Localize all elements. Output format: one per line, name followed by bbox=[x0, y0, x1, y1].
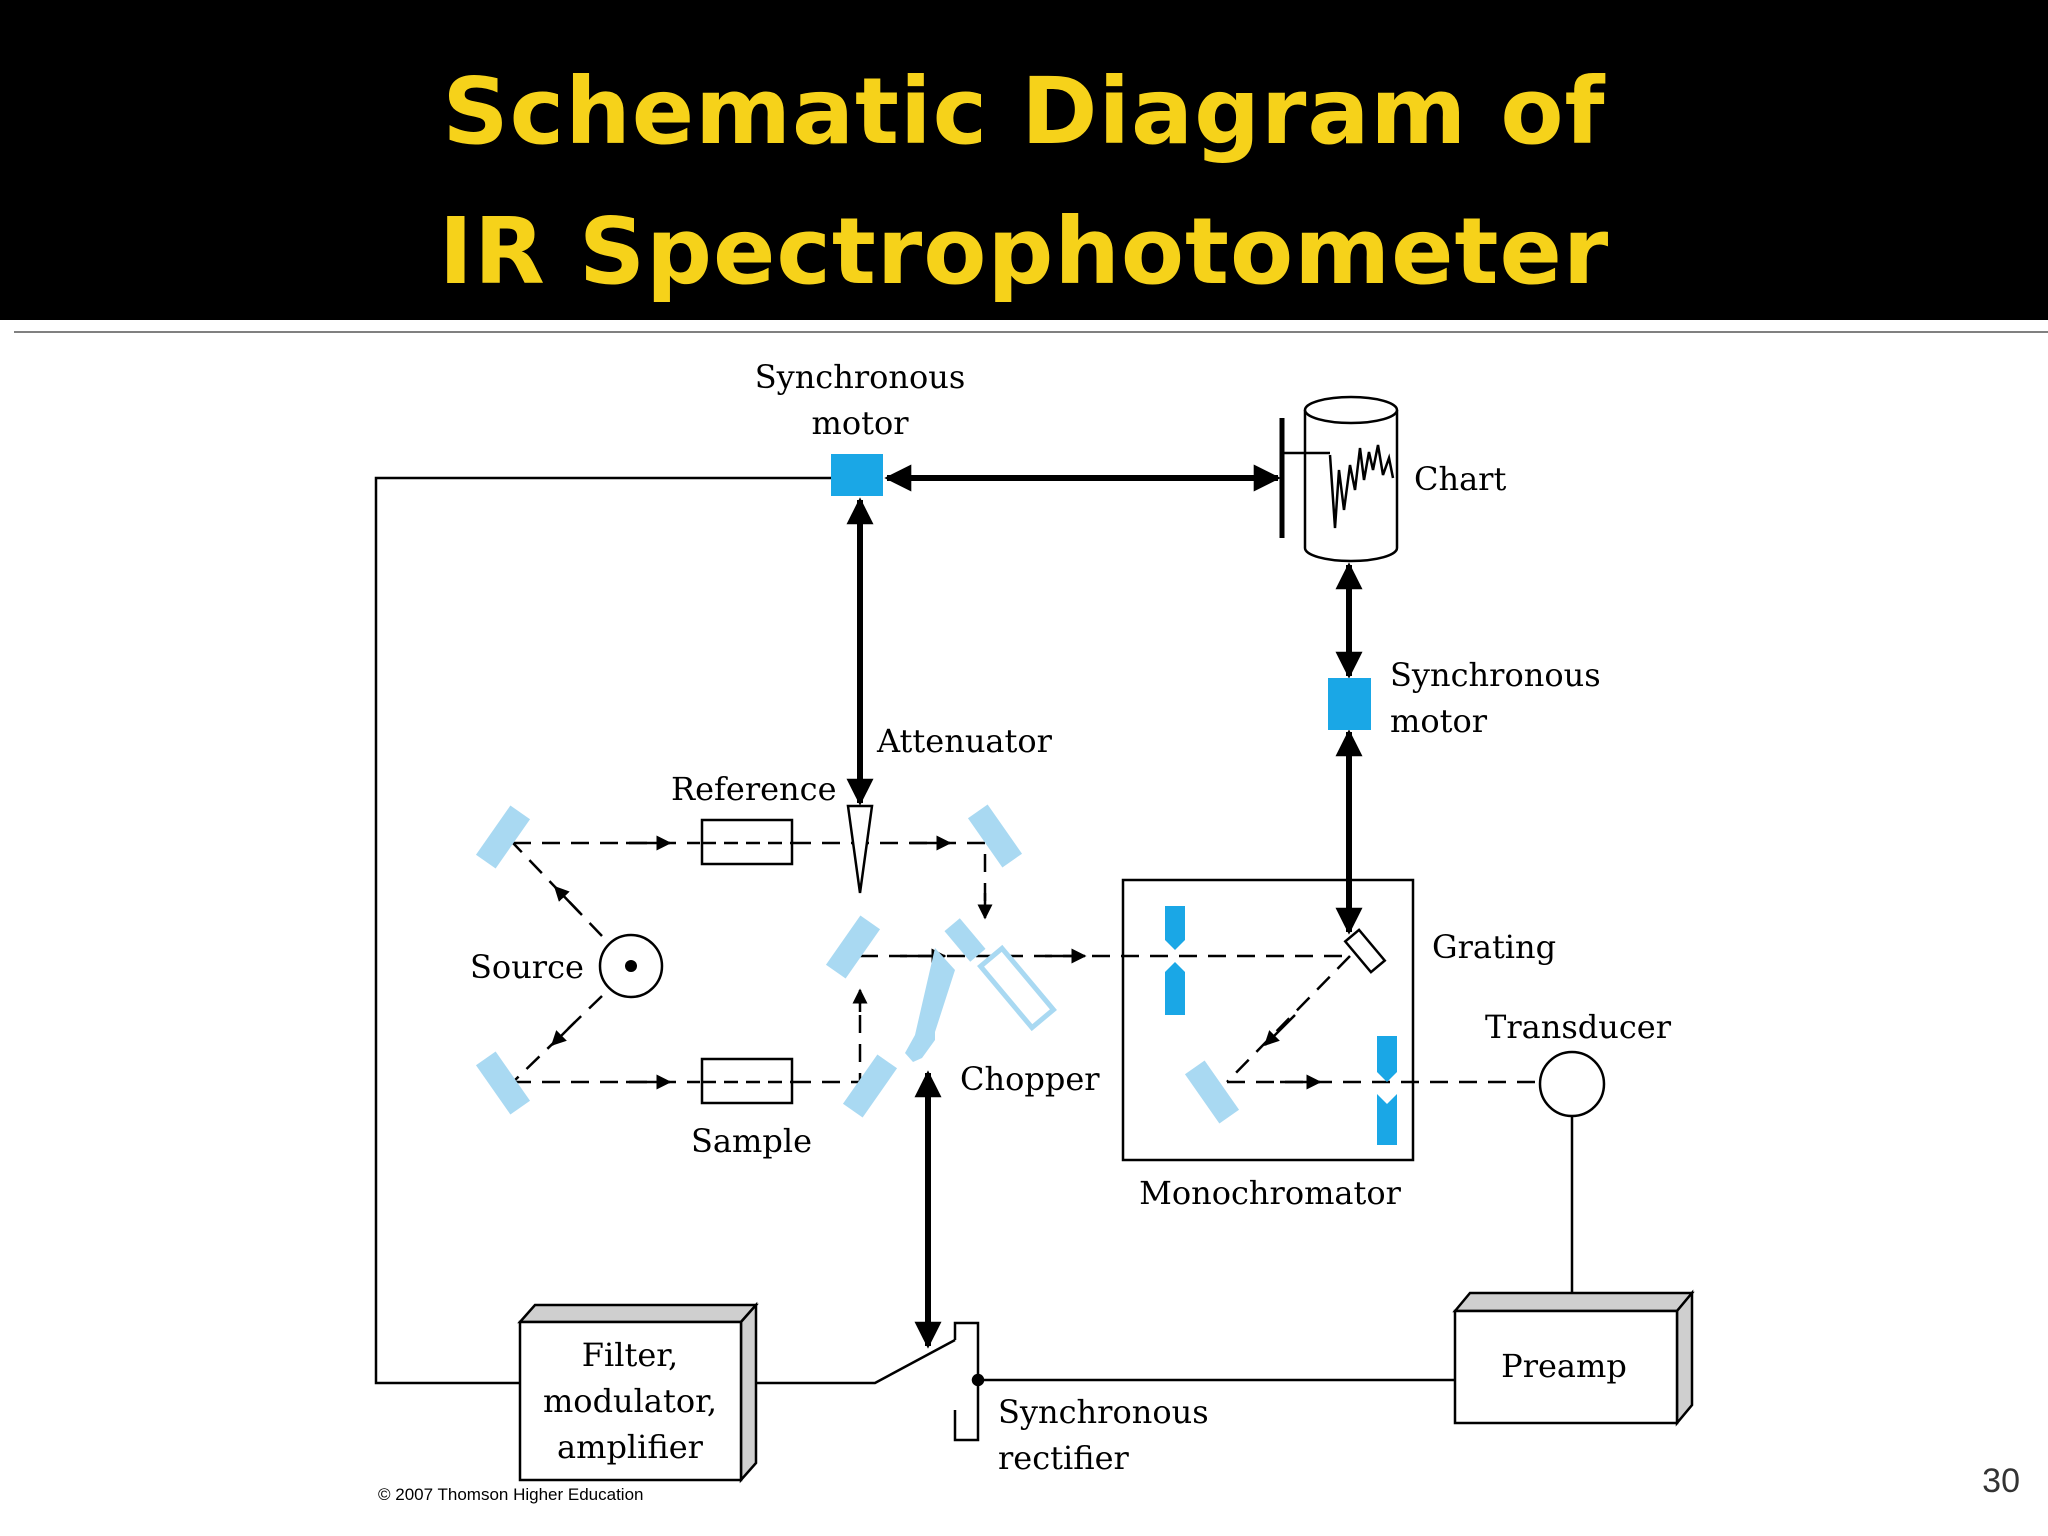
chart-trace bbox=[1328, 444, 1395, 529]
grating-to-mirror-beam bbox=[1226, 955, 1351, 1083]
label-filter-1: Filter, bbox=[582, 1336, 678, 1374]
transducer bbox=[1538, 1050, 1606, 1118]
sample-beam bbox=[513, 992, 862, 1084]
mirror-monochromator bbox=[1184, 1060, 1240, 1124]
label-transducer: Transducer bbox=[1485, 1008, 1672, 1046]
label-sync-motor-right-2: motor bbox=[1390, 702, 1488, 740]
label-sample: Sample bbox=[691, 1122, 812, 1160]
label-sync-rectifier-2: rectifier bbox=[998, 1439, 1130, 1477]
chart-recorder bbox=[1279, 395, 1399, 563]
mirror-combine-left bbox=[825, 915, 881, 979]
label-monochromator: Monochromator bbox=[1139, 1174, 1402, 1212]
feedback-wire bbox=[374, 476, 831, 1385]
title-bar: Schematic Diagram of IR Spectrophotomete… bbox=[0, 0, 2048, 320]
label-sync-rectifier-1: Synchronous bbox=[998, 1393, 1209, 1431]
ir-source bbox=[598, 933, 664, 999]
label-preamp: Preamp bbox=[1501, 1347, 1627, 1385]
chopper-arm bbox=[905, 948, 955, 1062]
slide-title-line-2: IR Spectrophotometer bbox=[438, 198, 1610, 305]
mirror-source-top bbox=[475, 805, 531, 869]
label-sync-motor-right-1: Synchronous bbox=[1390, 656, 1601, 694]
label-grating: Grating bbox=[1432, 928, 1556, 966]
attenuator-comb bbox=[846, 804, 874, 894]
label-sync-motor-top-1: Synchronous bbox=[755, 358, 966, 396]
mechanical-links bbox=[846, 464, 1363, 1349]
label-sync-motor-top-2: motor bbox=[811, 404, 909, 442]
reference-cell bbox=[700, 818, 794, 866]
synchronous-motor-right bbox=[1328, 678, 1371, 730]
chopper-blade-open bbox=[977, 944, 1057, 1032]
synchronous-motor-top bbox=[831, 454, 883, 496]
page-number: 30 bbox=[1982, 1462, 2020, 1500]
exit-slit-top bbox=[1377, 1036, 1397, 1082]
mirror-sample-right bbox=[842, 1054, 898, 1118]
mirror-source-bottom bbox=[475, 1051, 531, 1115]
slits bbox=[1165, 906, 1397, 1145]
grating bbox=[1343, 928, 1387, 974]
entrance-slit-bottom bbox=[1165, 962, 1185, 1015]
monochromator-box bbox=[1121, 878, 1415, 1162]
filter-to-switch-wire bbox=[755, 1338, 956, 1385]
copyright-notice: © 2007 Thomson Higher Education bbox=[378, 1485, 644, 1504]
exit-slit-bottom bbox=[1377, 1094, 1397, 1145]
synchronous-rectifier-switch bbox=[953, 1321, 985, 1442]
signal-wires bbox=[374, 476, 1574, 1385]
chopper-blade-solid bbox=[944, 918, 986, 962]
slide-title-line-1: Schematic Diagram of bbox=[442, 58, 1606, 165]
label-source: Source bbox=[470, 948, 584, 986]
sample-cell bbox=[700, 1057, 794, 1105]
label-chart: Chart bbox=[1414, 460, 1506, 498]
label-filter-3: amplifier bbox=[557, 1428, 704, 1466]
label-chopper: Chopper bbox=[960, 1060, 1100, 1098]
entrance-slit-top bbox=[1165, 906, 1185, 950]
mirror-reference-right bbox=[967, 804, 1023, 868]
label-filter-2: modulator, bbox=[543, 1382, 717, 1420]
label-reference: Reference bbox=[671, 770, 837, 808]
label-attenuator: Attenuator bbox=[876, 722, 1053, 760]
title-divider bbox=[14, 331, 2048, 333]
mirrors bbox=[475, 804, 1240, 1124]
filter-box bbox=[517, 1301, 759, 1484]
chopper-assembly bbox=[905, 918, 1057, 1062]
diagram-labels: Synchronous motor Chart Synchronous moto… bbox=[470, 358, 1672, 1477]
preamp-box bbox=[1452, 1289, 1695, 1427]
